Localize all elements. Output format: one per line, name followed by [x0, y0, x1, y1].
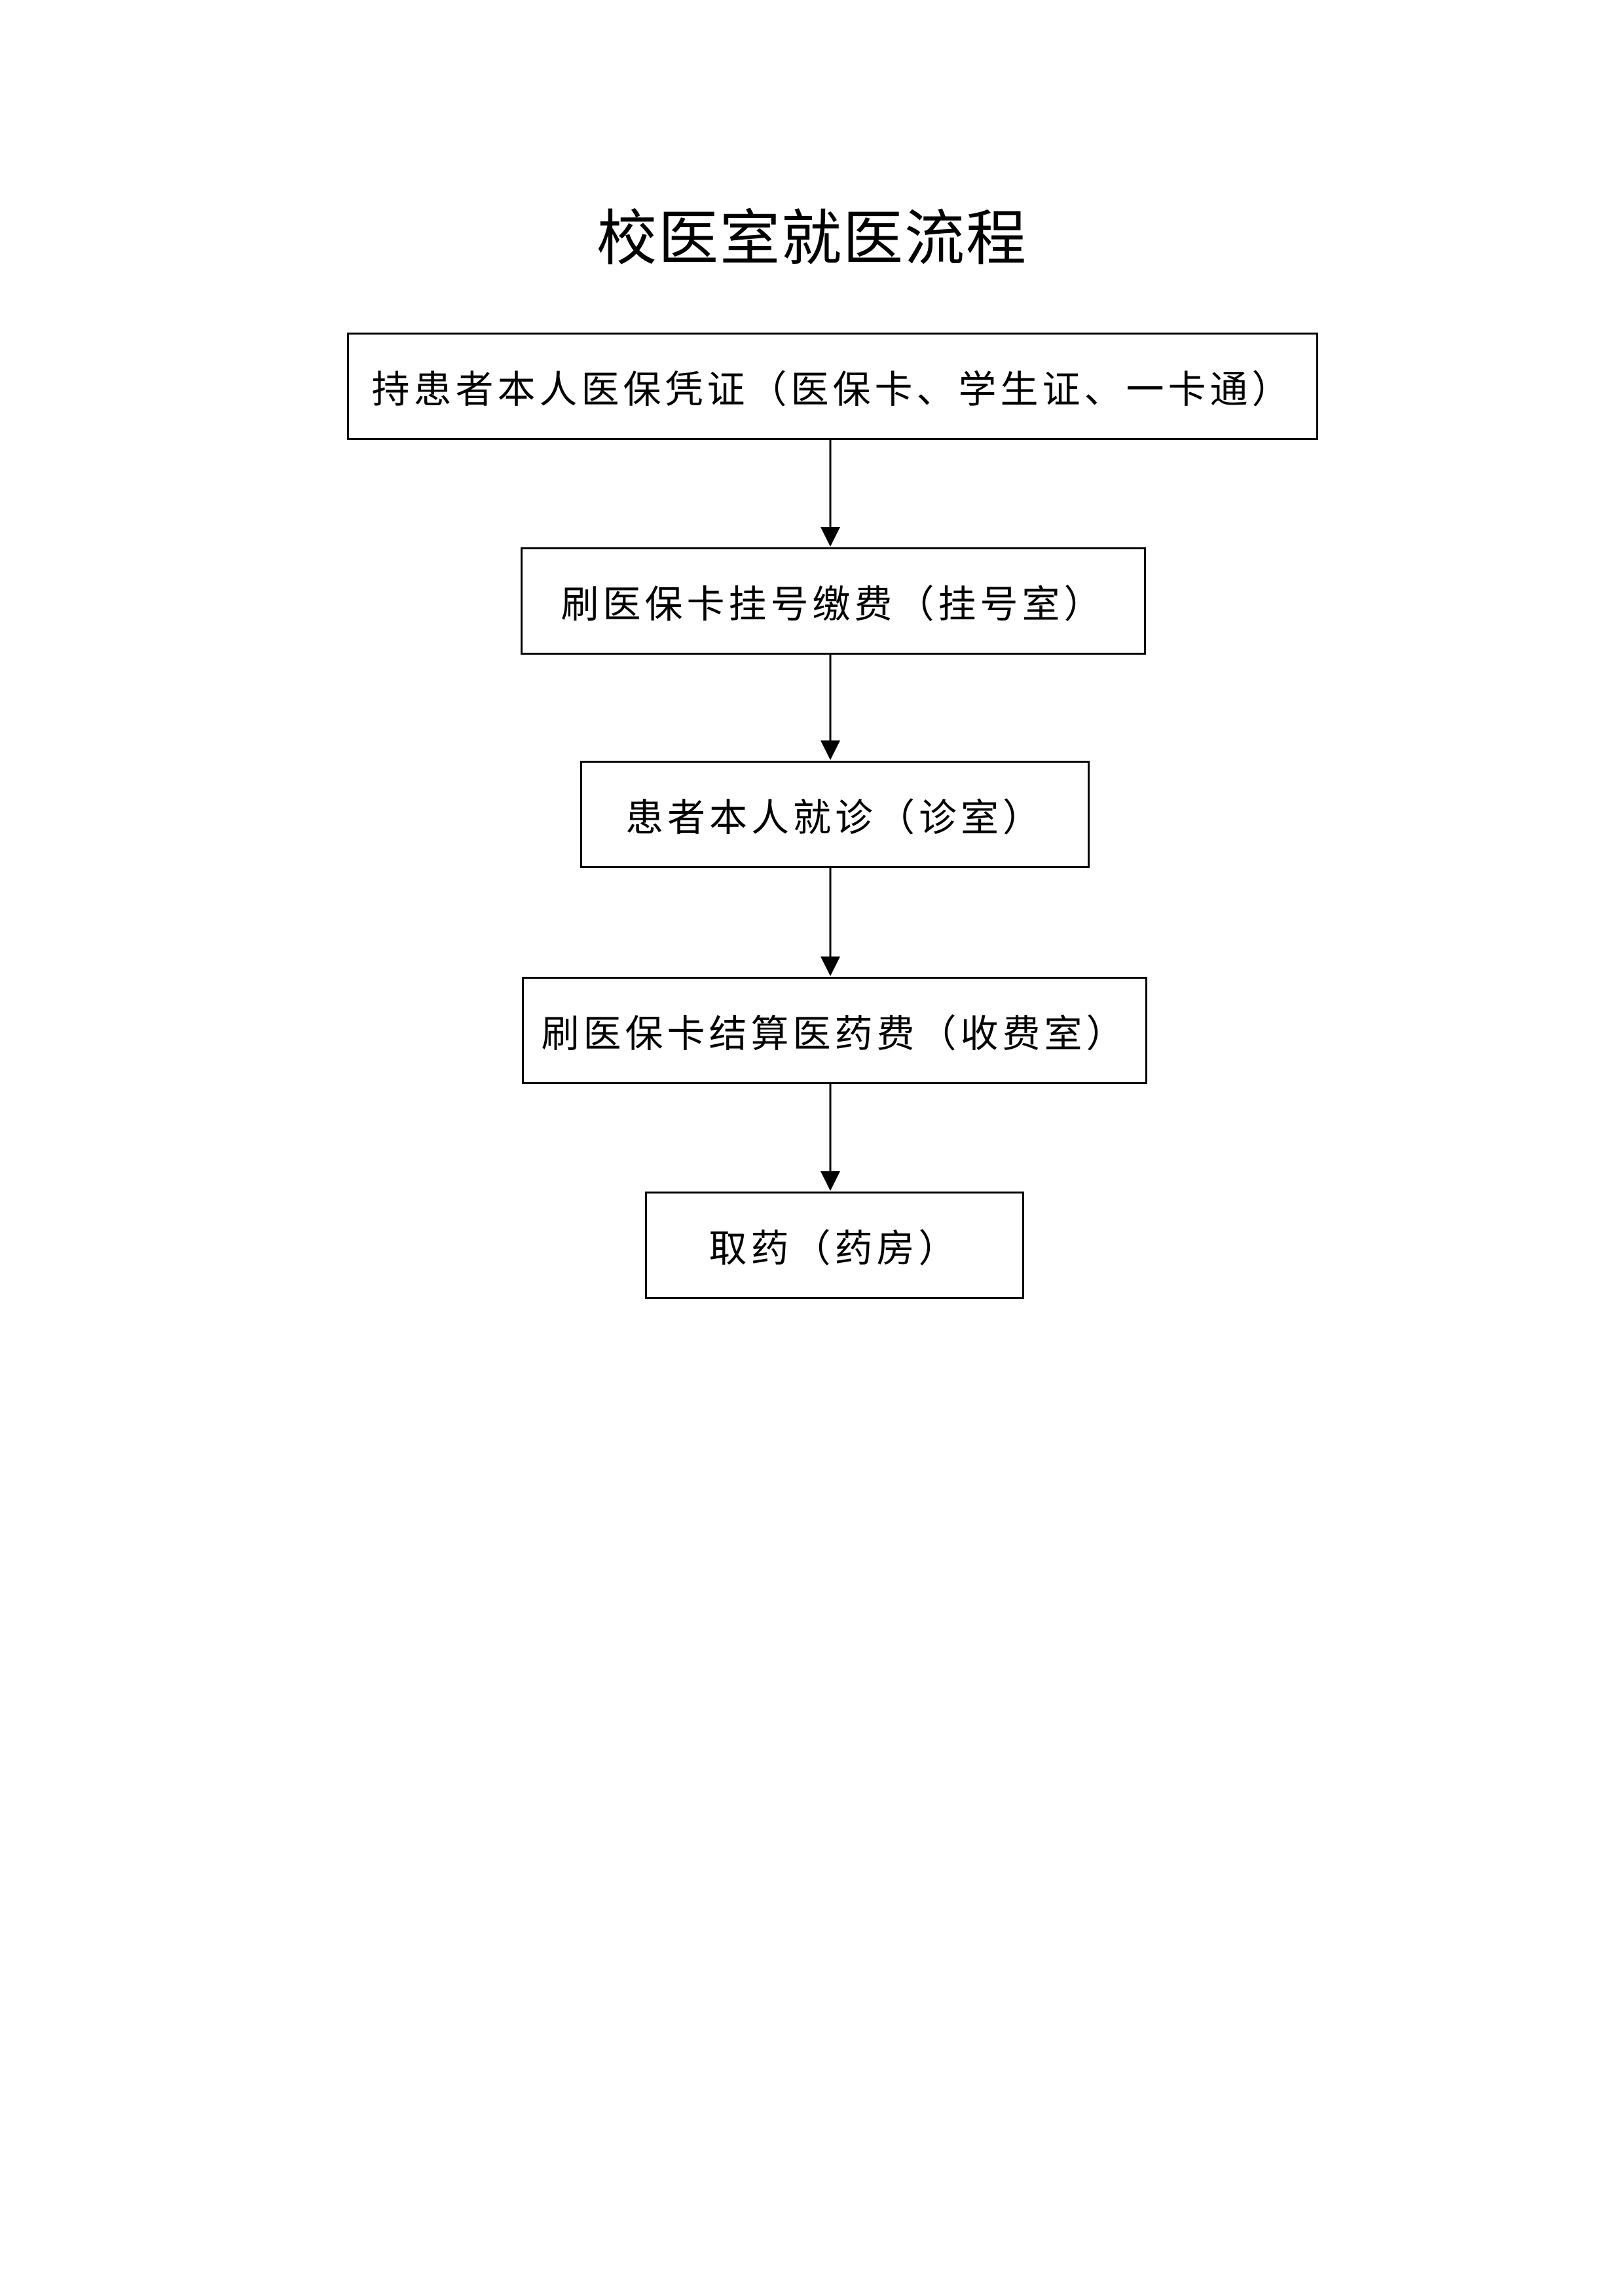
flow-step-label: 刷医保卡挂号缴费（挂号室）	[561, 582, 1106, 627]
flow-step-register-pay: 刷医保卡挂号缴费（挂号室）	[521, 547, 1146, 655]
flow-step-label: 取药（药房）	[709, 1226, 961, 1271]
flow-step-settle-fees: 刷医保卡结算医药费（收费室）	[522, 977, 1147, 1084]
flow-step-bring-credentials: 持患者本人医保凭证（医保卡、学生证、一卡通）	[347, 333, 1318, 440]
flow-step-label: 持患者本人医保凭证（医保卡、学生证、一卡通）	[371, 367, 1294, 412]
flow-step-collect-medicine: 取药（药房）	[645, 1192, 1024, 1299]
flow-step-label: 患者本人就诊（诊室）	[625, 795, 1044, 840]
flow-step-consultation: 患者本人就诊（诊室）	[580, 761, 1090, 868]
flow-step-label: 刷医保卡结算医药费（收费室）	[541, 1011, 1128, 1056]
page-title: 校医室就医流程	[596, 204, 1027, 274]
